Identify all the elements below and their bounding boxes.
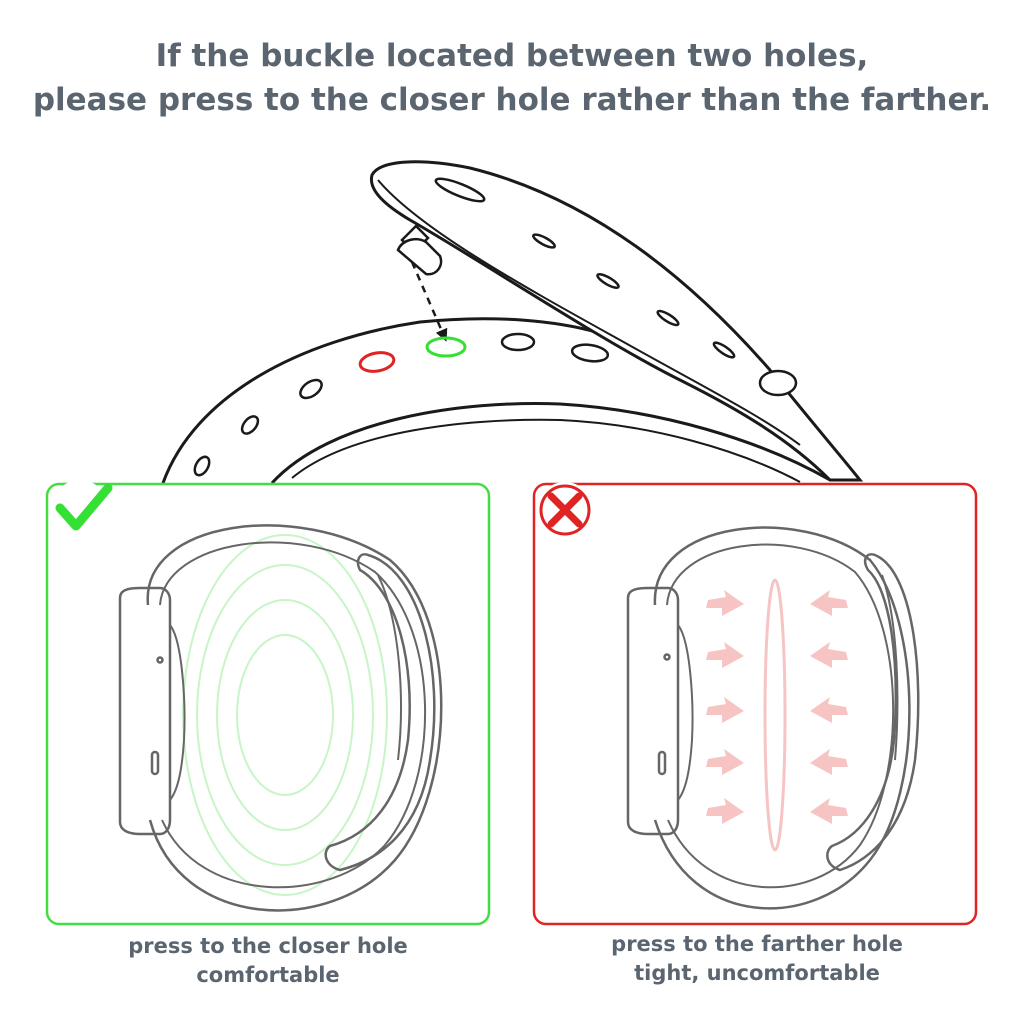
watch-tight [626, 526, 920, 910]
headline: If the buckle located between two holes,… [0, 34, 1024, 122]
closer-hole [425, 336, 467, 358]
caption-closer-hole: press to the closer hole comfortable [38, 932, 498, 990]
strap-tail [369, 160, 864, 482]
panel-closer-hole [45, 480, 491, 926]
check-icon [55, 483, 113, 531]
caption-farther-hole-line-2: tight, uncomfortable [634, 961, 880, 985]
strap-tail-holes [434, 177, 736, 359]
caption-farther-hole-line-1: press to the farther hole [611, 932, 903, 956]
check-icon-badge [52, 480, 108, 536]
band-holes [193, 332, 610, 477]
pressure-arrows [706, 590, 848, 824]
guide-arrow [410, 261, 448, 342]
farther-hole [358, 351, 396, 373]
watch-band-loop [161, 317, 831, 485]
cross-icon [547, 492, 583, 528]
buckle-pin [396, 224, 443, 276]
caption-closer-hole-line-1: press to the closer hole [128, 934, 408, 958]
headline-line-1: If the buckle located between two holes, [155, 38, 869, 74]
headline-line-2: please press to the closer hole rather t… [32, 82, 992, 118]
panel-farther-hole [532, 482, 978, 926]
pressure-streak [763, 578, 787, 852]
comfort-rings [182, 534, 388, 896]
caption-farther-hole: press to the farther hole tight, uncomfo… [527, 930, 987, 988]
strap-stud [758, 369, 798, 397]
watch-comfortable [118, 524, 443, 912]
caption-closer-hole-line-2: comfortable [196, 963, 340, 987]
